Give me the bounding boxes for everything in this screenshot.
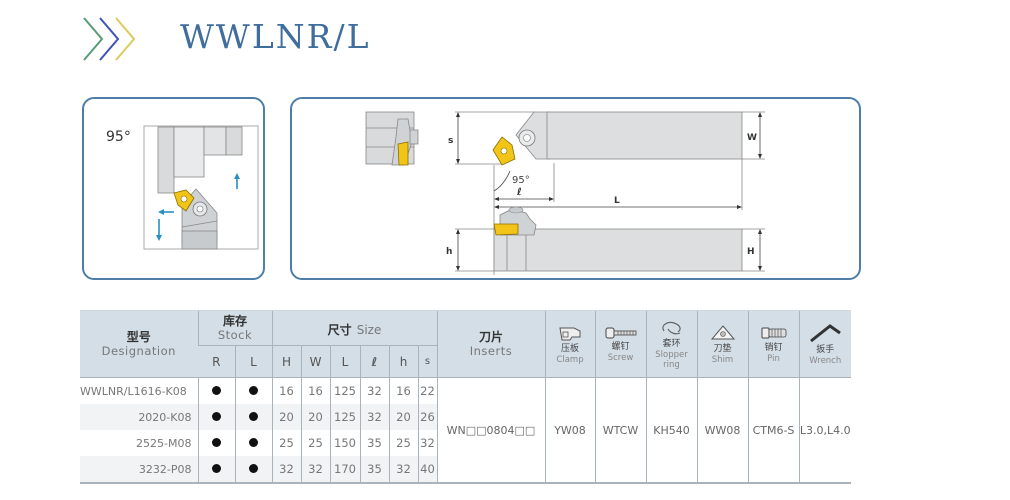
cell-l: 32 — [359, 404, 389, 430]
cell-stock-l — [234, 377, 272, 404]
header-size-h: h — [388, 345, 418, 378]
cell-screw: WTCW — [594, 377, 646, 484]
table-row: 2020-K08 20 20 125 32 20 26 — [80, 404, 851, 430]
cell-s: 40 — [417, 456, 437, 484]
cell-l: 35 — [359, 456, 389, 484]
cell-stock-l — [234, 404, 272, 430]
dim-label-s: s — [448, 136, 453, 146]
header-size-H: H — [271, 345, 301, 378]
tool-orientation-diagram — [143, 125, 259, 250]
dimension-diagram: s W 95° ℓ L — [365, 111, 765, 275]
cell-stock-r — [197, 377, 235, 404]
header-clamp: 压板 Clamp — [544, 310, 595, 378]
orientation-diagram-panel: 95° — [82, 97, 265, 280]
in-stock-dot-icon — [212, 386, 221, 395]
in-stock-dot-icon — [249, 464, 258, 473]
cell-stopper-ring: KH540 — [645, 377, 697, 484]
insert-front-shape — [493, 223, 519, 236]
cell-s: 26 — [417, 404, 437, 430]
cell-W: 25 — [300, 430, 330, 456]
cell-stock-r — [197, 456, 235, 484]
page-title: WWLNR/L — [180, 17, 371, 56]
dim-label-h: h — [446, 247, 452, 257]
header-pin: 销钉 Pin — [747, 310, 799, 378]
cell-stock-l — [234, 456, 272, 484]
clamp-icon — [559, 327, 581, 340]
table-row: 3232-P08 32 32 170 35 32 40 — [80, 456, 851, 484]
dim-label-L: L — [614, 196, 620, 206]
cell-designation: 2525-M08 — [136, 436, 192, 450]
cell-stock-r — [197, 430, 235, 456]
in-stock-dot-icon — [212, 464, 221, 473]
in-stock-dot-icon — [249, 386, 258, 395]
cell-stock-l — [234, 430, 272, 456]
header-stock-r: R — [198, 345, 235, 378]
stopper-ring-icon — [661, 321, 681, 334]
cell-H: 20 — [271, 404, 301, 430]
cell-shim: WW08 — [696, 377, 748, 484]
dim-label-H: H — [747, 247, 755, 257]
insert-side-shape — [397, 141, 409, 166]
cell-clamp: YW08 — [544, 377, 595, 484]
dimension-diagram-panel: s W 95° ℓ L — [290, 97, 861, 280]
cell-s: 22 — [417, 377, 437, 404]
screw-icon — [605, 327, 636, 338]
cell-H: 25 — [271, 430, 301, 456]
cell-s: 32 — [417, 430, 437, 456]
cell-wrench: L3.0,L4.0 — [798, 377, 851, 484]
cell-L: 125 — [329, 404, 360, 430]
specification-table: 型号 Designation 库存 Stock 尺寸 Size 刀片 Inser… — [80, 310, 851, 484]
header-size-l: ℓ — [359, 345, 389, 378]
header-screw: 螺钉 Screw — [594, 310, 646, 378]
header-size-W: W — [300, 345, 330, 378]
cell-designation: 3232-P08 — [80, 456, 198, 484]
header-designation: 型号 Designation — [80, 310, 198, 378]
header-shim: 刀垫 Shim — [696, 310, 748, 378]
pin-icon — [761, 327, 786, 338]
cell-stock-r — [197, 404, 235, 430]
cell-L: 170 — [329, 456, 360, 484]
dim-label-angle: 95° — [512, 175, 530, 186]
in-stock-dot-icon — [249, 412, 258, 421]
cell-insert: WN□□0804□□ — [436, 377, 545, 484]
table-row: 2525-M08 25 25 150 35 25 32 — [80, 430, 851, 456]
cell-l: 35 — [359, 430, 389, 456]
wrench-icon — [810, 323, 842, 342]
in-stock-dot-icon — [212, 412, 221, 421]
in-stock-dot-icon — [249, 438, 258, 447]
shim-icon — [710, 324, 735, 339]
cell-H: 16 — [271, 377, 301, 404]
cell-h: 20 — [388, 404, 418, 430]
cell-L: 150 — [329, 430, 360, 456]
cell-designation: WWLNR/L1616-K08 — [80, 384, 187, 398]
cell-H: 32 — [271, 456, 301, 484]
cell-pin: CTM6-S — [747, 377, 799, 484]
cell-W: 16 — [300, 377, 330, 404]
in-stock-dot-icon — [212, 438, 221, 447]
dim-label-l-small: ℓ — [516, 187, 522, 198]
table-row: WWLNR/L1616-K08 16 16 125 32 16 22 WN□□0… — [80, 377, 851, 484]
chevron-logo-icon — [83, 17, 136, 61]
cell-designation: 2020-K08 — [80, 404, 198, 430]
angle-label: 95° — [106, 129, 131, 145]
cell-l: 32 — [359, 377, 389, 404]
cell-h: 16 — [388, 377, 418, 404]
cell-W: 32 — [300, 456, 330, 484]
header-inserts: 刀片 Inserts — [436, 310, 545, 378]
cell-h: 32 — [388, 456, 418, 484]
cell-L: 125 — [329, 377, 360, 404]
header-stopper-ring: 套环 Slopper ring — [645, 310, 697, 378]
header-size-s: s — [417, 345, 437, 378]
header-size: 尺寸 Size — [271, 310, 437, 346]
header-stock: 库存 Stock — [197, 310, 272, 346]
cell-W: 20 — [300, 404, 330, 430]
cell-h: 25 — [388, 430, 418, 456]
dim-label-W: W — [747, 133, 757, 143]
header-wrench: 扳手 Wrench — [798, 310, 851, 378]
header-stock-l: L — [234, 345, 272, 378]
header-size-L: L — [329, 345, 360, 378]
